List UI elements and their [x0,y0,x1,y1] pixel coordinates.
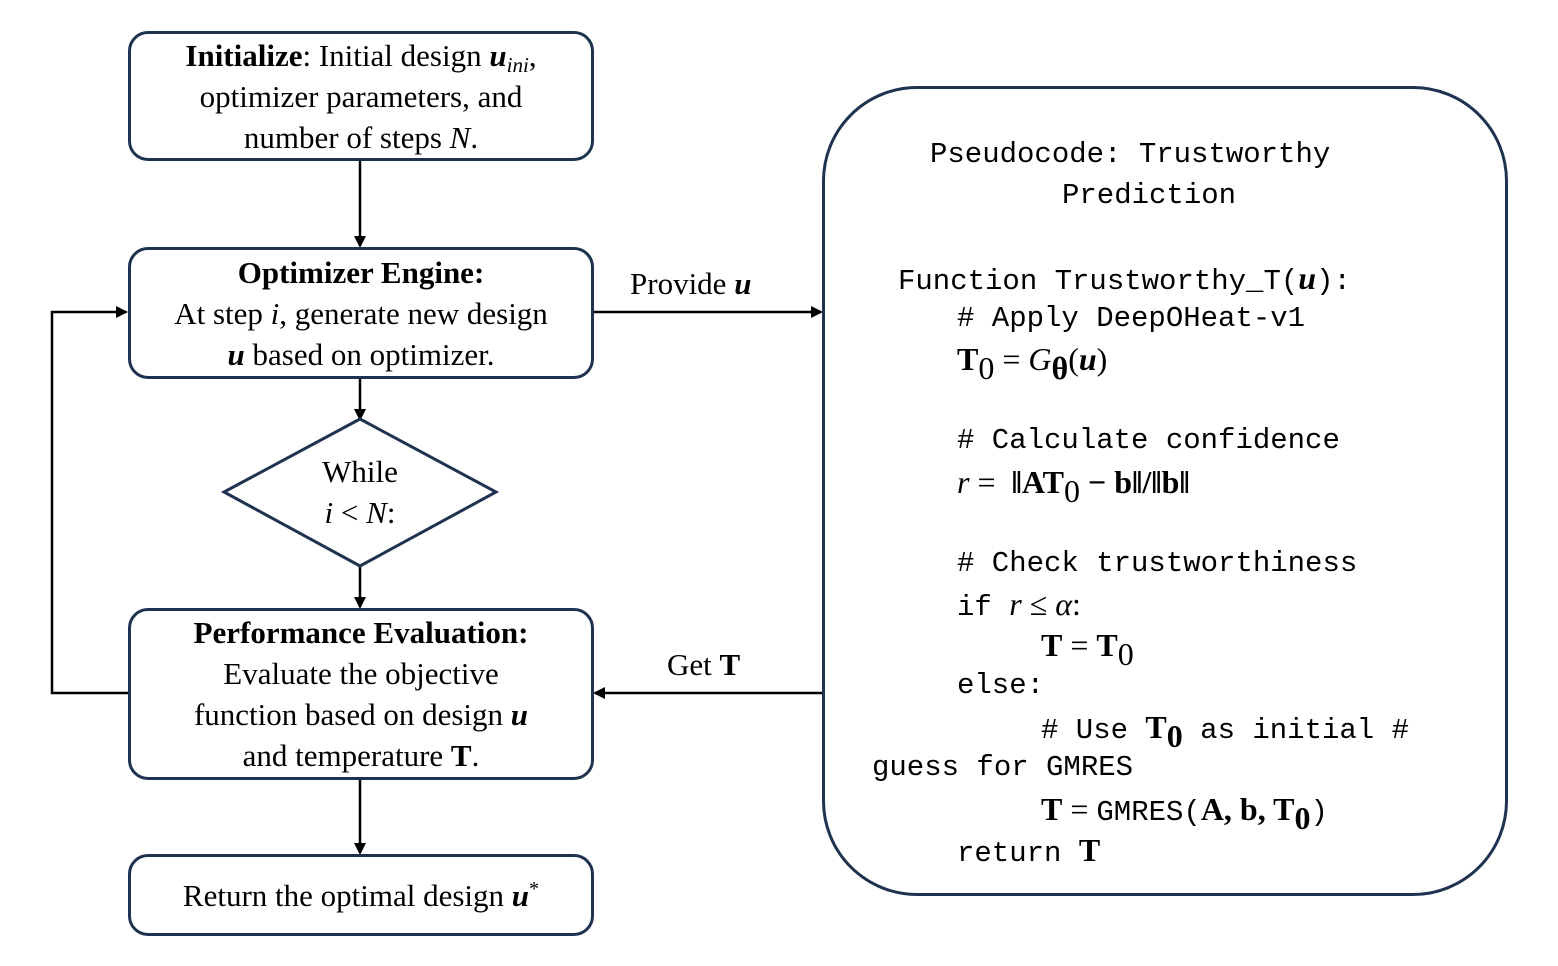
get-t-label: Get T [667,647,741,682]
initialize-line1: Initialize: Initial design uini, [185,37,537,77]
evaluation-line3: function based on design u [193,697,529,732]
arrow-loop-back [50,306,128,695]
decision-diamond [220,417,500,568]
return-line: Return the optimal design u* [182,877,540,913]
pseudocode-title-line1: Pseudocode: Trustworthy [930,138,1331,171]
return-box: Return the optimal design u* [128,854,594,936]
initialize-line2: optimizer parameters, and [199,78,523,114]
optimizer-title: Optimizer Engine: [237,254,485,290]
pseudocode-confidence-line: r = ‖AT0 − b‖/‖b‖ [957,464,1190,509]
initialize-box: Initialize: Initial design uini, optimiz… [128,31,594,161]
evaluation-line4: and temperature T. [242,738,480,773]
pseudocode-comment-apply: # Apply DeepOHeat-v1 [957,302,1306,335]
initialize-title: Initialize [185,37,303,73]
optimizer-line3: u based on optimizer. [227,336,495,372]
pseudocode-comment-trust: # Check trustworthiness [957,547,1358,580]
optimizer-line2: At step i, generate new design [174,295,548,331]
provide-u-label: Provide u [630,266,752,301]
decision-text: While i < N: [260,450,460,534]
pseudocode-function-line: Function Trustworthy_T(u): [898,260,1351,298]
pseudocode-assign-line: T = T0 [1041,627,1134,672]
pseudocode-return-line: return T [957,832,1101,870]
performance-evaluation-box: Performance Evaluation: Evaluate the obj… [128,608,594,780]
pseudocode-panel [822,86,1508,896]
initialize-line3: number of steps N. [243,119,479,155]
pseudocode-apply-line: T0 = Gθ(u) [957,341,1108,386]
decision-line1: While [322,454,398,489]
pseudocode-title-line2: Prediction [1062,179,1237,212]
pseudocode-gmres-line: T = GMRES(A, b, T0) [1041,791,1328,836]
pseudocode-comment-guess: guess for GMRES [872,751,1134,784]
pseudocode-comment-use: # Use T0 as initial # [1041,709,1410,754]
decision-line2: i < N: [324,495,396,530]
pseudocode-comment-confidence: # Calculate confidence [957,424,1340,457]
pseudocode-if-line: if r ≤ α: [957,586,1081,624]
optimizer-engine-box: Optimizer Engine: At step i, generate ne… [128,247,594,379]
evaluation-line2: Evaluate the objective [223,656,499,691]
pseudocode-else-line: else: [957,669,1045,702]
evaluation-title: Performance Evaluation: [193,615,529,650]
